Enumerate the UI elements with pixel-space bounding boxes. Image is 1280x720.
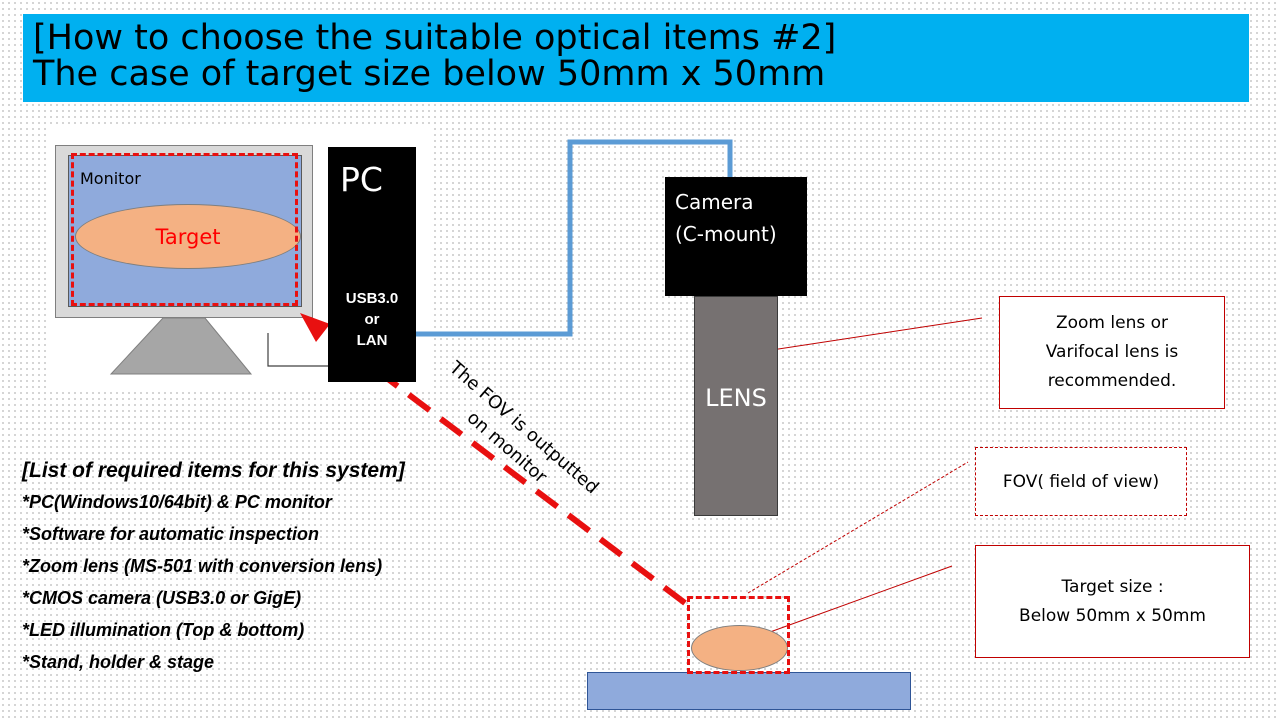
camera-label-line-1: Camera — [675, 190, 754, 214]
zoom-lens-callout: Zoom lens or Varifocal lens is recommend… — [999, 296, 1225, 409]
zoom-callout-line-1: Zoom lens or — [1055, 313, 1169, 333]
fov-callout-leader — [747, 461, 969, 594]
stage-fov-dashed-frame — [687, 596, 790, 674]
list-item: *Stand, holder & stage — [22, 652, 215, 672]
pc-box — [328, 147, 416, 382]
pc-interface-label: USB3.0 or LAN — [330, 288, 414, 351]
monitor-target-ellipse: Target — [75, 204, 301, 269]
size-callout-line-1: Target size : — [1061, 576, 1164, 597]
title-banner: [How to choose the suitable optical item… — [23, 14, 1249, 102]
size-callout-line-2: Below 50mm x 50mm — [1019, 605, 1206, 626]
size-callout-leader — [747, 565, 953, 641]
camera-box — [665, 177, 807, 296]
fov-callout: FOV( field of view) — [975, 447, 1187, 516]
pc-interface-line-1: USB3.0 — [345, 290, 399, 307]
lens-box — [694, 296, 778, 516]
zoom-callout-leader — [751, 317, 983, 354]
camera-label-line-2: (C-mount) — [675, 222, 777, 246]
pc-label: PC — [340, 160, 383, 199]
title-line-1: [How to choose the suitable optical item… — [33, 18, 837, 58]
title-line-2: The case of target size below 50mm x 50m… — [33, 54, 826, 94]
list-item: *LED illumination (Top & bottom) — [22, 620, 305, 640]
list-item: *Software for automatic inspection — [22, 524, 320, 544]
list-item: *CMOS camera (USB3.0 or GigE) — [22, 588, 302, 608]
required-items-list: [List of required items for this system]… — [22, 456, 405, 678]
fov-callout-text: FOV( field of view) — [1002, 471, 1160, 492]
pc-interface-line-2: or — [364, 311, 380, 328]
fov-output-arrow-line — [341, 342, 687, 606]
camera-label: Camera (C-mount) — [675, 186, 777, 250]
usb-cable — [410, 139, 733, 337]
list-item: *Zoom lens (MS-501 with conversion lens) — [22, 556, 383, 576]
monitor-label: Monitor — [80, 169, 141, 188]
monitor-fov-dashed-frame — [71, 153, 298, 306]
pc-interface-line-3: LAN — [356, 332, 388, 349]
lens-label: LENS — [705, 384, 767, 412]
zoom-callout-line-2: Varifocal lens is — [1045, 342, 1179, 362]
target-size-callout: Target size : Below 50mm x 50mm — [975, 545, 1250, 658]
monitor-target-label: Target — [155, 224, 221, 249]
monitor-pc-cable — [267, 333, 328, 367]
stage-target-ellipse — [691, 625, 788, 671]
required-items-heading: [List of required items for this system] — [22, 459, 405, 482]
stage — [587, 672, 911, 710]
fov-output-arrowhead — [300, 313, 330, 342]
zoom-callout-line-3: recommended. — [1047, 371, 1177, 391]
monitor-stand — [109, 317, 253, 375]
list-item: *PC(Windows10/64bit) & PC monitor — [22, 492, 332, 512]
